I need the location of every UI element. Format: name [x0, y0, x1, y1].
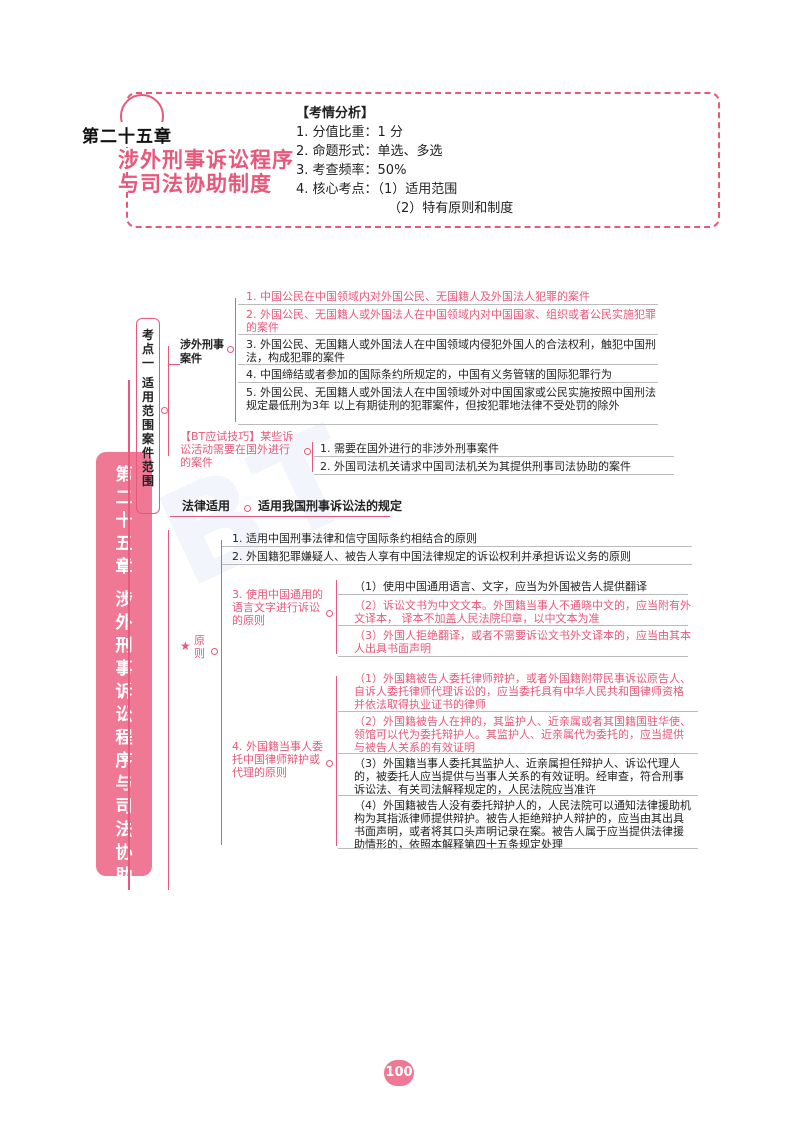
principle-2: 2. 外国籍犯罪嫌疑人、被告人享有中国法律规定的诉讼权利并承担诉讼义务的原则 [232, 550, 631, 563]
chapter-number: 第二十五章 [80, 122, 174, 147]
kaodian-label: 考 点 一 适 用 范 围 案 件 范 围 [141, 328, 154, 488]
principle-3-item-2: （2）诉讼文书为中文文本。外国籍当事人不通晓中文的，应当附有外文译本， 译本不加… [354, 599, 691, 625]
scope-item-1: 1. 中国公民在中国领域内对外国公民、无国籍人及外国法人犯罪的案件 [246, 290, 590, 303]
principles-label: 原则 [194, 634, 205, 660]
scope-label: 涉外刑事案件 [180, 338, 224, 365]
principle-3-label: 3. 使用中国通用的语言文字进行诉讼的原则 [232, 588, 323, 627]
scope-item-2: 2. 外国公民、无国籍人或外国法人在中国领域内对中国国家、组织或者公民实施犯罪的… [246, 308, 656, 334]
analysis-title: 【考情分析】 [296, 106, 375, 121]
scope-item-5: 5. 外国公民、无国籍人或外国法人在中国领域外对中国国家或公民实施按照中国刑法规… [246, 386, 656, 412]
analysis-line: （2）特有原则和制度 [388, 201, 514, 216]
tip-item-1: 1. 需要在国外进行的非涉外刑事案件 [320, 442, 499, 455]
analysis-block: 【考情分析】 1. 分值比重：1 分 2. 命题形式：单选、多选 3. 考查频率… [296, 104, 513, 218]
principle-4-item-2: （2）外国籍被告人在押的，其监护人、近亲属或者其国籍国驻华使、领馆可以代为委托辩… [354, 715, 691, 754]
scope-item-4: 4. 中国缔结或者参加的国际条约所规定的，中国有义务管辖的国际犯罪行为 [246, 368, 612, 381]
kaodian-box [136, 318, 160, 514]
principle-4-item-4: （4）外国籍被告人没有委托辩护人的，人民法院可以通知法律援助机构为其指派律师提供… [354, 799, 691, 851]
analysis-line: 2. 命题形式：单选、多选 [296, 144, 443, 159]
star-icon: ★ [180, 639, 191, 653]
principle-3-item-3: （3）外国人拒绝翻译，或者不需要诉讼文书外文译本的，应当由其本人出具书面声明 [354, 629, 691, 655]
tip-item-2: 2. 外国司法机关请求中国司法机关为其提供刑事司法协助的案件 [320, 460, 631, 473]
analysis-line: 3. 考查频率：50% [296, 163, 407, 178]
chapter-title-line1: 涉外刑事诉讼程序 [118, 148, 294, 172]
principle-4-label: 4. 外国籍当事人委托中国律师辩护或代理的原则 [232, 740, 323, 779]
chapter-title-line2: 与司法协助制度 [118, 172, 272, 196]
principle-4-item-1: （1）外国籍被告人委托律师辩护，或者外国籍附带民事诉讼原告人、自诉人委托律师代理… [354, 672, 691, 711]
principle-4-item-3: （3）外国籍当事人委托其监护人、近亲属担任辩护人、诉讼代理人的，被委托人应当提供… [354, 757, 684, 796]
law-text: 适用我国刑事诉讼法的规定 [258, 499, 403, 513]
analysis-frame [126, 92, 720, 228]
tip-label: 【BT应试技巧】某些诉讼活动需要在国外进行的案件 [180, 430, 294, 469]
scope-item-3: 3. 外国公民、无国籍人或外国法人在中国领域内侵犯外国人的合法权利，触犯中国刑法… [246, 338, 656, 364]
principle-1: 1. 适用中国刑事法律和信守国际条约相结合的原则 [232, 532, 477, 545]
page-number: 100 [384, 1060, 414, 1086]
chapter-side-text: 第 二 十 五 章 涉 外 刑 事 诉 讼 程 序 与 司 法 协 助 [115, 465, 133, 886]
law-label: 法律适用 [182, 499, 231, 513]
analysis-line: 4. 核心考点：（1）适用范围 [296, 182, 458, 197]
analysis-line: 1. 分值比重：1 分 [296, 125, 403, 140]
chapter-side-bar [96, 452, 152, 876]
principle-3-item-1: （1）使用中国通用语言、文字，应当为外国被告人提供翻译 [354, 580, 647, 593]
